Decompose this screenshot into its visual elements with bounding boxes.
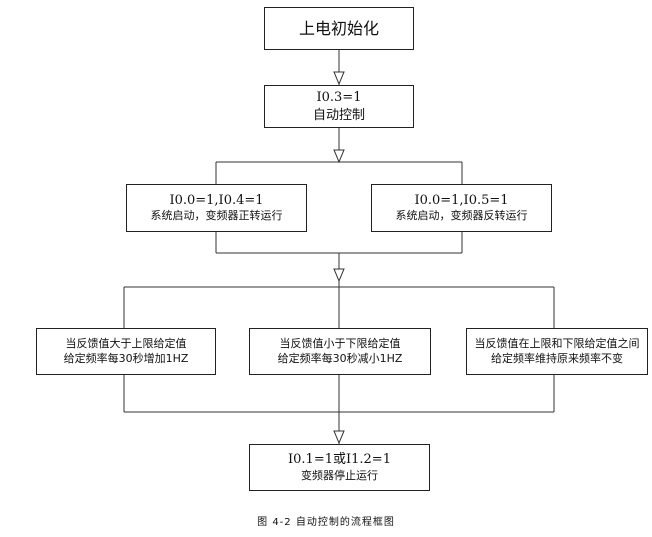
reverse-condition: I0.0=1,I0.5=1: [414, 192, 509, 208]
auto-condition: I0.3=1: [316, 89, 362, 105]
auto-label: 自动控制: [312, 107, 365, 123]
increase-box: 当反馈值大于上限给定值 给定频率每30秒增加1HZ: [36, 328, 216, 375]
auto-control-box: I0.3=1 自动控制: [264, 85, 414, 128]
stop-condition: I0.1=1或I1.2=1: [288, 452, 391, 468]
hold-line1: 当反馈值在上限和下限给定值之间: [474, 336, 640, 350]
forward-run-box: I0.0=1,I0.4=1 系统启动，变频器正转运行: [126, 184, 307, 232]
figure-caption: 图 4-2 自动控制的流程框图: [257, 517, 395, 528]
reverse-label: 系统启动，变频器反转运行: [395, 209, 528, 223]
decrease-box: 当反馈值小于下限给定值 给定频率每30秒减小1HZ: [249, 328, 431, 375]
arrow-2: [333, 149, 345, 164]
hold-line2: 给定频率维持原来频率不变: [491, 351, 623, 365]
forward-condition: I0.0=1,I0.4=1: [169, 192, 264, 208]
arrow-1: [333, 71, 345, 86]
decrease-line2: 给定频率每30秒减小1HZ: [277, 351, 403, 365]
increase-line1: 当反馈值大于上限给定值: [65, 336, 187, 350]
increase-line2: 给定频率每30秒增加1HZ: [63, 351, 189, 365]
power-on-label: 上电初始化: [298, 18, 379, 38]
power-on-box: 上电初始化: [264, 7, 414, 50]
forward-label: 系统启动，变频器正转运行: [150, 209, 283, 223]
stop-label: 变频器停止运行: [301, 468, 378, 482]
hold-box: 当反馈值在上限和下限给定值之间 给定频率维持原来频率不变: [466, 328, 648, 375]
arrow-3: [333, 268, 345, 283]
stop-box: I0.1=1或I1.2=1 变频器停止运行: [249, 444, 430, 491]
decrease-line1: 当反馈值小于下限给定值: [279, 336, 401, 350]
arrow-4: [333, 430, 345, 445]
reverse-run-box: I0.0=1,I0.5=1 系统启动，变频器反转运行: [371, 184, 552, 232]
